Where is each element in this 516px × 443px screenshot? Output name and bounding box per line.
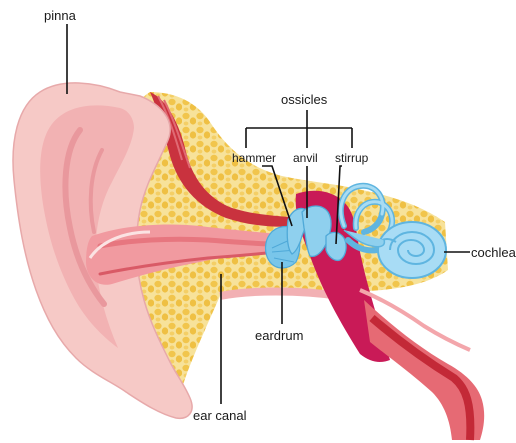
cochlea-spiral [378,222,446,278]
ossicles-label: ossicles [281,92,328,107]
pinna-label: pinna [44,8,77,23]
ossicles-bracket [246,110,352,148]
anvil-label: anvil [293,151,318,165]
hammer-label: hammer [232,151,276,165]
ear-canal-label: ear canal [193,408,247,423]
eardrum-label: eardrum [255,328,303,343]
throat-channel [364,300,484,440]
cochlea-label: cochlea [471,245,516,260]
stirrup-label: stirrup [335,151,369,165]
